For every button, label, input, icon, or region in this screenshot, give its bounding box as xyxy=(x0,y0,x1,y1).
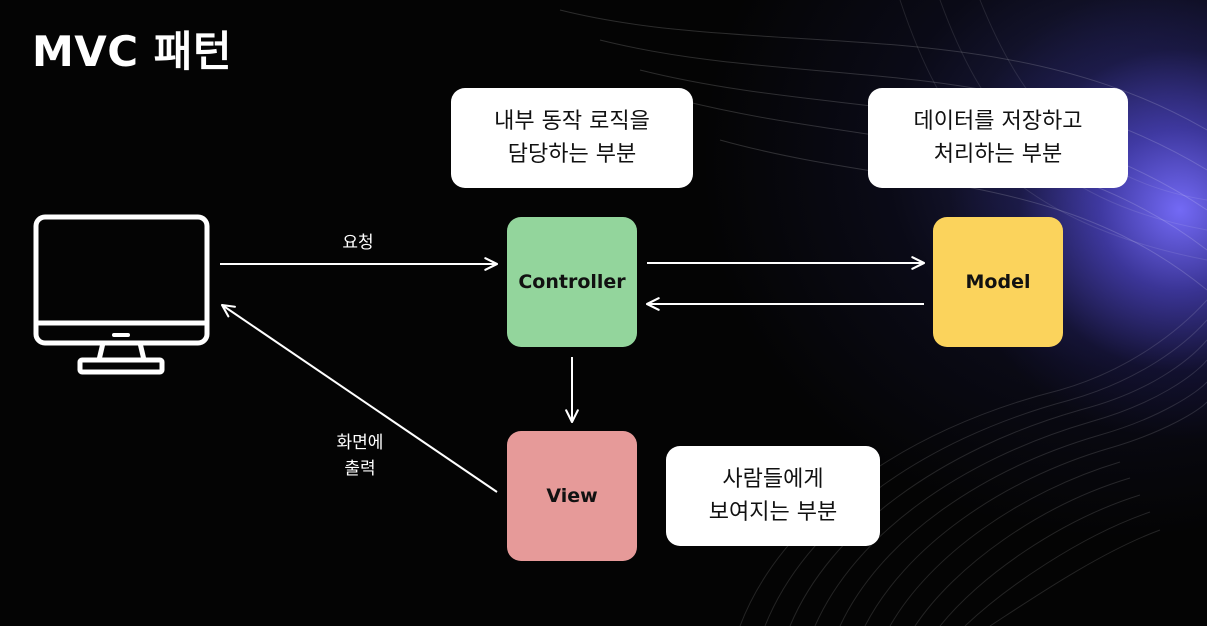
monitor-icon xyxy=(33,214,210,375)
model-box: Model xyxy=(933,217,1063,347)
model-description-line-1: 데이터를 저장하고 xyxy=(913,109,1083,134)
view-to-client-arrow xyxy=(220,303,498,493)
render-label-line-2: 출력 xyxy=(344,459,376,479)
request-label: 요청 xyxy=(318,230,398,256)
view-box: View xyxy=(507,431,637,561)
view-description-line-1: 사람들에게 xyxy=(722,467,824,492)
model-description-line-2: 처리하는 부분 xyxy=(933,142,1063,167)
model-label: Model xyxy=(965,271,1031,293)
controller-description-bubble: 내부 동작 로직을 담당하는 부분 xyxy=(451,88,693,188)
controller-label: Controller xyxy=(518,271,626,293)
controller-box: Controller xyxy=(507,217,637,347)
view-description-bubble: 사람들에게 보여지는 부분 xyxy=(666,446,880,546)
render-label-line-1: 화면에 xyxy=(336,433,384,453)
view-description-line-2: 보여지는 부분 xyxy=(708,500,838,525)
page-title: MVC 패턴 xyxy=(32,27,233,76)
controller-description-line-2: 담당하는 부분 xyxy=(507,142,637,167)
render-output-label: 화면에 출력 xyxy=(320,430,400,482)
controller-description-line-1: 내부 동작 로직을 xyxy=(494,109,650,134)
view-label: View xyxy=(546,485,598,507)
model-description-bubble: 데이터를 저장하고 처리하는 부분 xyxy=(868,88,1128,188)
request-label-text: 요청 xyxy=(342,233,374,253)
